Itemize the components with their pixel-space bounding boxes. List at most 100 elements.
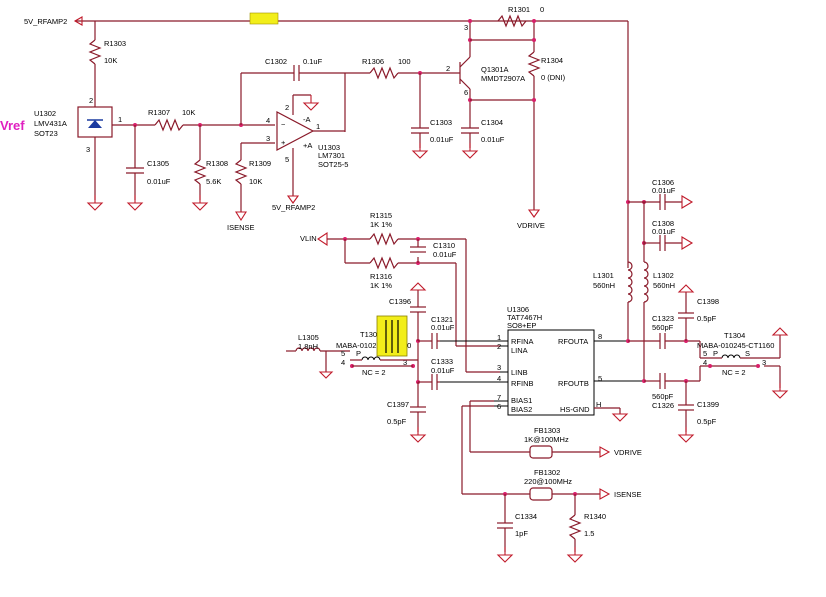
isense-net-label-2: ISENSE <box>614 490 642 499</box>
c1398-val: 0.5pF <box>697 314 717 323</box>
u1306-pin4: 4 <box>497 374 501 383</box>
l1301-coil <box>627 261 633 303</box>
r1306-ref: R1306 <box>362 57 384 66</box>
r1301-ref: R1301 <box>508 5 530 14</box>
u1302-part: LMV431A <box>34 119 67 128</box>
l1301-val: 560nH <box>593 281 615 290</box>
u1306-pin5: 5 <box>598 374 602 383</box>
t1303-part: MABA-0102 <box>336 341 376 350</box>
l1302-coil <box>643 261 649 303</box>
c1308-ref: C1308 <box>652 219 674 228</box>
c1399-ref: C1399 <box>697 400 719 409</box>
r1306-symbol <box>369 66 399 80</box>
r1316-ref: R1316 <box>370 272 392 281</box>
c1308-val: 0.01uF <box>652 227 676 236</box>
u1306-lina: LINA <box>511 346 528 355</box>
r1301-val: 0 <box>540 5 544 14</box>
c1306-ref: C1306 <box>652 178 674 187</box>
q1301-pin2: 2 <box>446 64 450 73</box>
l1302-val: 560nH <box>653 281 675 290</box>
c1321-val: 0.01uF <box>431 323 455 332</box>
r1315-val: 1K 1% <box>370 220 392 229</box>
r1307-symbol <box>154 118 184 132</box>
u1306-bias2: BIAS2 <box>511 405 532 414</box>
u1306-pin-h: H <box>596 400 601 409</box>
c1304-val: 0.01uF <box>481 135 505 144</box>
u1303-pin2: 2 <box>285 103 289 112</box>
c1326-ref: C1326 <box>652 401 674 410</box>
c1399-val: 0.5pF <box>697 417 717 426</box>
r1316-val: 1K 1% <box>370 281 392 290</box>
r1304-val: 0 (DNI) <box>541 73 566 82</box>
fb1302-ref: FB1302 <box>534 468 560 477</box>
c1304-ref: C1304 <box>481 118 503 127</box>
u1303-pin1: 1 <box>316 122 320 131</box>
t1303-pin4: 4 <box>341 358 345 367</box>
c1303-ref: C1303 <box>430 118 452 127</box>
r1301-symbol <box>497 14 527 28</box>
vdrive-label-2: VDRIVE <box>614 448 642 457</box>
u1306-pin1: 1 <box>497 333 501 342</box>
u1306-pin8: 8 <box>598 332 602 341</box>
c1397-ref: C1397 <box>387 400 409 409</box>
fb1303-val: 1K@100MHz <box>524 435 569 444</box>
c1305-val: 0.01uF <box>147 177 171 186</box>
q1301-pin6: 6 <box>464 88 468 97</box>
c1334-val: 1pF <box>515 529 528 538</box>
net-5v-rfamp2-label-2: 5V_RFAMP2 <box>272 203 315 212</box>
u1306-pkg: SO8+EP <box>507 321 536 330</box>
u1306-bias1: BIAS1 <box>511 396 532 405</box>
t1304-pin4: 4 <box>703 358 707 367</box>
c1334-ref: C1334 <box>515 512 537 521</box>
t1304-pin5: 5 <box>703 349 707 358</box>
fb1302-body <box>529 487 553 501</box>
u1303-minus-a: -A <box>303 115 311 124</box>
vlin-label: VLIN <box>300 234 317 243</box>
c1398-ref: C1398 <box>697 297 719 306</box>
fb1303-ref: FB1303 <box>534 426 560 435</box>
c1397-val: 0.5pF <box>387 417 407 426</box>
r1308-val: 5.6K <box>206 177 221 186</box>
t1304-part: MABA-010245-CT1160 <box>697 341 774 350</box>
l1305-val: 1.8nH <box>298 342 318 351</box>
r1303-val: 10K <box>104 56 117 65</box>
u1306-rfoutb: RFOUTB <box>558 379 589 388</box>
c1306-val: 0.01uF <box>652 186 676 195</box>
u1303-minus: − <box>281 120 286 129</box>
isense-net-label-1: ISENSE <box>227 223 255 232</box>
u1306-part: TAT7467H <box>507 313 542 322</box>
r1307-ref: R1307 <box>148 108 170 117</box>
u1306-rfinb: RFINB <box>511 379 534 388</box>
t1304-p: P <box>713 349 718 358</box>
net-5v-rfamp2-label: 5V_RFAMP2 <box>24 17 67 26</box>
r1309-ref: R1309 <box>249 159 271 168</box>
r1315-ref: R1315 <box>370 211 392 220</box>
c1302-val: 0.1uF <box>303 57 323 66</box>
u1303-plus: + <box>281 138 286 147</box>
c1333-val: 0.01uF <box>431 366 455 375</box>
u1302-pkg: SOT23 <box>34 129 58 138</box>
u1306-pin2: 2 <box>497 342 501 351</box>
fb1302-val: 220@100MHz <box>524 477 572 486</box>
l1305-ref: L1305 <box>298 333 319 342</box>
c1396-ref: C1396 <box>389 297 411 306</box>
u1306-rfina: RFINA <box>511 337 534 346</box>
u1306-pin3: 3 <box>497 363 501 372</box>
u1303-opamp <box>276 111 315 151</box>
c1302-ref: C1302 <box>265 57 287 66</box>
r1308-ref: R1308 <box>206 159 228 168</box>
q1301-pin3: 3 <box>464 23 468 32</box>
l1305-coil <box>295 347 321 352</box>
u1302-pin2: 2 <box>89 96 93 105</box>
t1303-ref: T130 <box>360 330 377 339</box>
u1306-hsgnd: HS-GND <box>560 405 590 414</box>
t1304-s: S <box>745 349 750 358</box>
u1306-pin7: 7 <box>497 393 501 402</box>
r1307-val: 10K <box>182 108 195 117</box>
c1326-val: 560pF <box>652 392 674 401</box>
c1303-val: 0.01uF <box>430 135 454 144</box>
t1303-pin5: 5 <box>341 349 345 358</box>
u1302-pin1: 1 <box>118 115 122 124</box>
r1303-ref: R1303 <box>104 39 126 48</box>
